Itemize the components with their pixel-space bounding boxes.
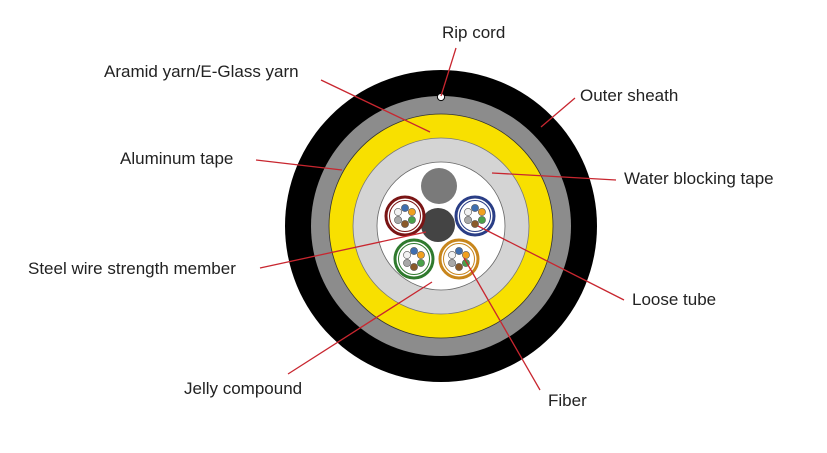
loose-tube-left — [384, 195, 426, 237]
fiber — [448, 251, 456, 259]
leader-rip-cord — [440, 47, 457, 97]
fiber — [403, 251, 411, 259]
leader-aluminum-tape — [255, 159, 343, 171]
leader-lines — [255, 47, 625, 391]
label-water-blocking-tape: Water blocking tape — [624, 169, 774, 188]
fiber — [410, 247, 418, 255]
fiber — [394, 208, 402, 216]
loose-tube-bottom-left-inner-wall — [398, 243, 430, 275]
loose-tube-right — [454, 195, 496, 237]
rip-cord — [436, 92, 446, 102]
loose-tube-bottom-right-inner-wall — [443, 243, 475, 275]
fiber — [464, 216, 472, 224]
fiber — [455, 247, 463, 255]
fiber — [478, 216, 486, 224]
fiber — [448, 259, 456, 267]
steel-wire-strength-member — [421, 208, 455, 242]
fiber — [401, 204, 409, 212]
loose-tube-right-inner-wall — [459, 200, 491, 232]
leader-steel-wire — [259, 231, 427, 269]
filler-rod — [421, 168, 457, 204]
fiber — [403, 259, 411, 267]
fiber — [471, 204, 479, 212]
fiber — [401, 220, 409, 228]
label-loose-tube: Loose tube — [632, 290, 716, 309]
leader-jelly-compound — [287, 281, 433, 375]
loose-tube-bottom-right — [438, 238, 480, 280]
loose-tubes-group — [384, 195, 496, 280]
leader-aramid-yarn — [320, 79, 431, 133]
fiber — [410, 263, 418, 271]
fiber — [394, 216, 402, 224]
loose-tube-bottom-left — [393, 238, 435, 280]
leader-fiber — [463, 257, 541, 391]
leader-outer-sheath — [540, 97, 576, 128]
leader-loose-tube — [477, 225, 625, 301]
label-rip-cord: Rip cord — [442, 23, 505, 42]
fiber — [462, 251, 470, 259]
label-steel-wire: Steel wire strength member — [28, 259, 236, 278]
fiber — [464, 208, 472, 216]
label-aramid-yarn: Aramid yarn/E-Glass yarn — [104, 62, 299, 81]
label-jelly-compound: Jelly compound — [184, 379, 302, 398]
fiber — [417, 251, 425, 259]
fiber — [408, 216, 416, 224]
fiber — [455, 263, 463, 271]
fiber — [417, 259, 425, 267]
fiber — [471, 220, 479, 228]
label-aluminum-tape: Aluminum tape — [120, 149, 233, 168]
label-outer-sheath: Outer sheath — [580, 86, 678, 105]
loose-tube-left-inner-wall — [389, 200, 421, 232]
fiber — [478, 208, 486, 216]
leader-water-blocking-tape — [491, 172, 617, 181]
fiber — [408, 208, 416, 216]
label-fiber: Fiber — [548, 391, 587, 410]
